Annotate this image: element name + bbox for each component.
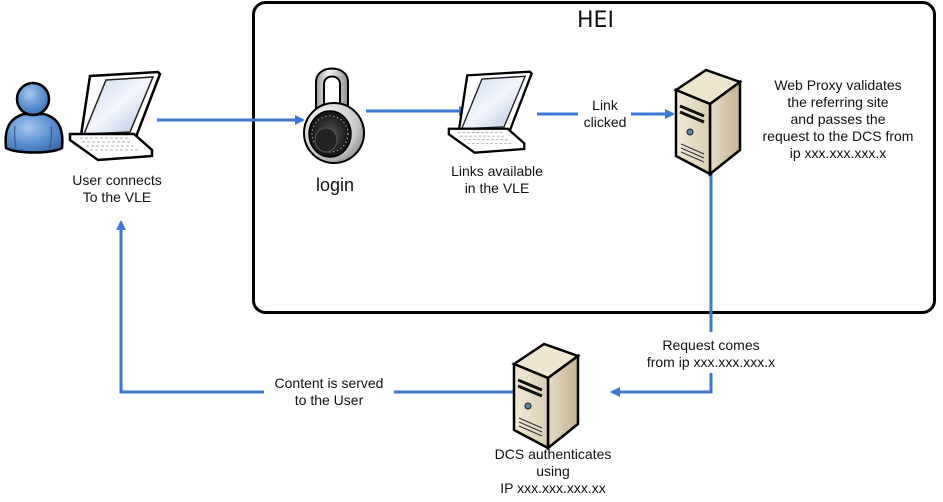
label-line: Web Proxy validates [774, 77, 902, 93]
label-line: to the User [294, 392, 364, 408]
label-line: Content is served [274, 375, 384, 391]
label-line: IP xxx.xxx.xxx.xx [500, 480, 606, 496]
container-title: HEI [577, 8, 614, 33]
label-line: using [536, 463, 570, 479]
label-line: request to the DCS from [762, 128, 914, 144]
label-web-proxy: Web Proxy validates the referring site a… [748, 77, 928, 162]
hei-container [252, 1, 936, 314]
connectors [116, 106, 713, 397]
label-line: the referring site [787, 94, 889, 110]
padlock-icon [303, 67, 365, 164]
label-line: in the VLE [464, 180, 530, 196]
label-line: Links available [451, 163, 543, 179]
server-icon-web-proxy [673, 68, 743, 177]
laptop-icon-vle [447, 70, 533, 154]
label-line: DCS authenticates [494, 446, 612, 462]
edge-dcs-to-user-b [116, 220, 264, 394]
label-line: To the VLE [82, 189, 152, 205]
label-line: from ip xxx.xxx.xxx.x [646, 354, 776, 370]
edge-label-request-comes: Request comes from ip xxx.xxx.xxx.x [626, 337, 796, 371]
edge-label-content-served: Content is served to the User [262, 375, 396, 409]
edge-label-link-clicked: Link clicked [576, 97, 634, 131]
laptop-icon-user [68, 70, 162, 162]
label-line: login [315, 175, 355, 195]
label-line: Request comes [662, 337, 760, 353]
label-line: ip xxx.xxx.xxx.x [789, 145, 887, 161]
label-line: Link [592, 97, 618, 113]
label-line: User connects [72, 172, 162, 188]
label-user-laptop: User connects To the VLE [52, 172, 182, 206]
label-line: clicked [583, 114, 627, 130]
edge-proxy-to-dcs-b [610, 373, 713, 397]
label-login: login [300, 174, 370, 196]
label-vle-laptop: Links available in the VLE [432, 163, 562, 197]
user-icon [4, 81, 64, 154]
server-icon-dcs [511, 342, 581, 451]
label-line: and passes the [790, 111, 886, 127]
label-dcs: DCS authenticates using IP xxx.xxx.xxx.x… [478, 446, 628, 497]
